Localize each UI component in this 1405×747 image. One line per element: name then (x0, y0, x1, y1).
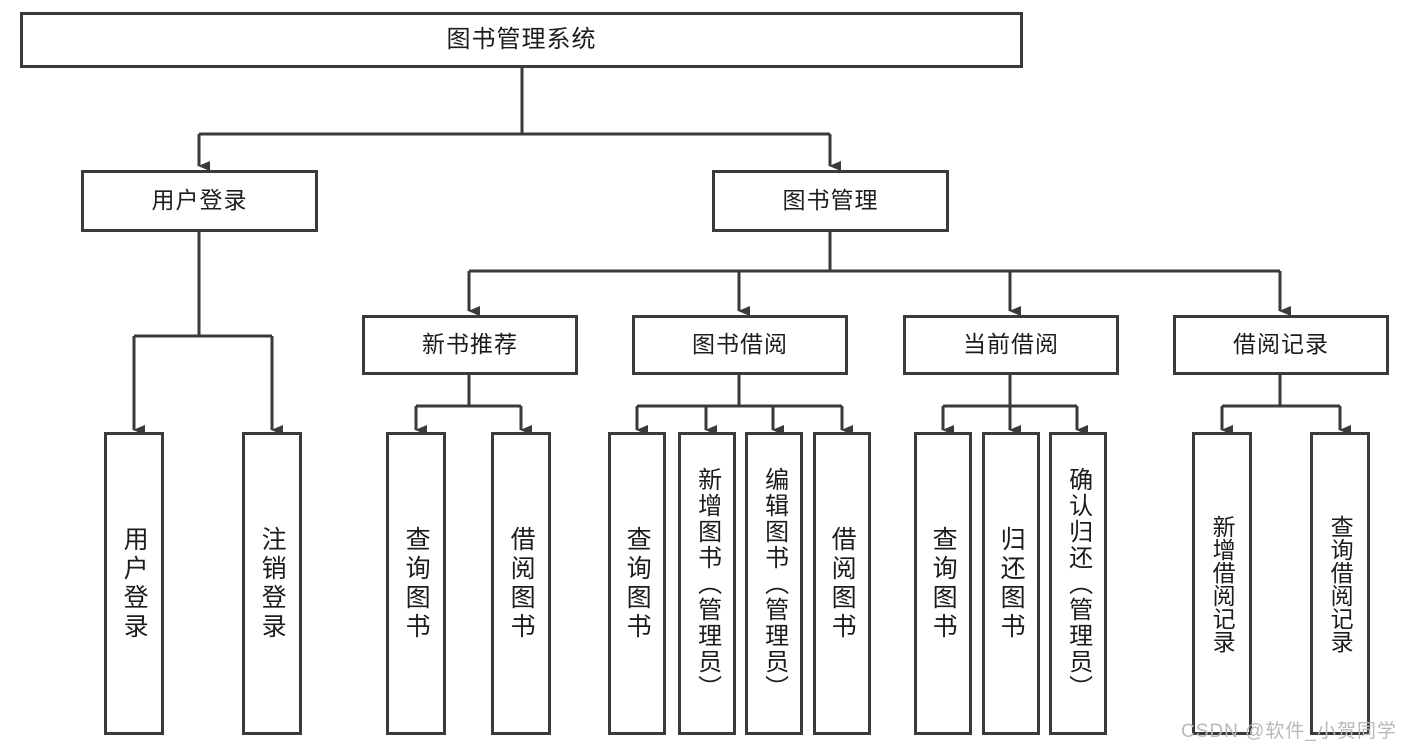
leaf-borrow-edit-book-admin[interactable]: 编辑图书（管理员） (745, 432, 803, 735)
leaf-record-add-record-label: 新增借阅记录 (1209, 514, 1236, 653)
leaf-borrow-edit-book-admin-label: 编辑图书（管理员） (760, 466, 788, 701)
node-book-management-label: 图书管理 (782, 187, 879, 214)
node-book-borrow[interactable]: 图书借阅 (632, 315, 848, 375)
leaf-borrow-query-book-label: 查询图书 (623, 525, 652, 642)
leaf-current-query-book-label: 查询图书 (929, 525, 958, 642)
leaf-borrow-add-book-admin[interactable]: 新增图书（管理员） (678, 432, 736, 735)
leaf-recommend-borrow-book[interactable]: 借阅图书 (491, 432, 551, 735)
leaf-recommend-query-book[interactable]: 查询图书 (386, 432, 446, 735)
node-root[interactable]: 图书管理系统 (20, 12, 1023, 68)
leaf-current-confirm-return-admin[interactable]: 确认归还（管理员） (1049, 432, 1107, 735)
leaf-user-login-logout[interactable]: 注销登录 (242, 432, 302, 735)
node-new-book-recommend[interactable]: 新书推荐 (362, 315, 578, 375)
node-borrow-record-label: 借阅记录 (1233, 331, 1329, 358)
node-current-borrow[interactable]: 当前借阅 (903, 315, 1119, 375)
leaf-current-return-book-label: 归还图书 (997, 525, 1026, 642)
leaf-borrow-add-book-admin-label: 新增图书（管理员） (693, 466, 721, 701)
node-borrow-record[interactable]: 借阅记录 (1173, 315, 1389, 375)
leaf-record-query-record[interactable]: 查询借阅记录 (1310, 432, 1370, 735)
node-current-borrow-label: 当前借阅 (963, 331, 1059, 358)
leaf-recommend-query-book-label: 查询图书 (402, 525, 431, 642)
node-new-book-recommend-label: 新书推荐 (422, 331, 518, 358)
node-root-label: 图书管理系统 (446, 25, 597, 53)
leaf-user-login-login[interactable]: 用户登录 (104, 432, 164, 735)
node-book-borrow-label: 图书借阅 (692, 331, 788, 358)
leaf-recommend-borrow-book-label: 借阅图书 (507, 525, 536, 642)
leaf-current-query-book[interactable]: 查询图书 (914, 432, 972, 735)
leaf-user-login-login-label: 用户登录 (120, 525, 149, 642)
leaf-current-return-book[interactable]: 归还图书 (982, 432, 1040, 735)
node-user-login[interactable]: 用户登录 (81, 170, 318, 232)
leaf-user-login-logout-label: 注销登录 (258, 525, 287, 642)
leaf-current-confirm-return-admin-label: 确认归还（管理员） (1064, 466, 1092, 701)
node-book-management[interactable]: 图书管理 (712, 170, 949, 232)
leaf-record-add-record[interactable]: 新增借阅记录 (1192, 432, 1252, 735)
leaf-borrow-borrow-book-label: 借阅图书 (828, 525, 857, 642)
leaf-record-query-record-label: 查询借阅记录 (1327, 514, 1354, 653)
leaf-borrow-borrow-book[interactable]: 借阅图书 (813, 432, 871, 735)
node-user-login-label: 用户登录 (151, 187, 248, 214)
leaf-borrow-query-book[interactable]: 查询图书 (608, 432, 666, 735)
